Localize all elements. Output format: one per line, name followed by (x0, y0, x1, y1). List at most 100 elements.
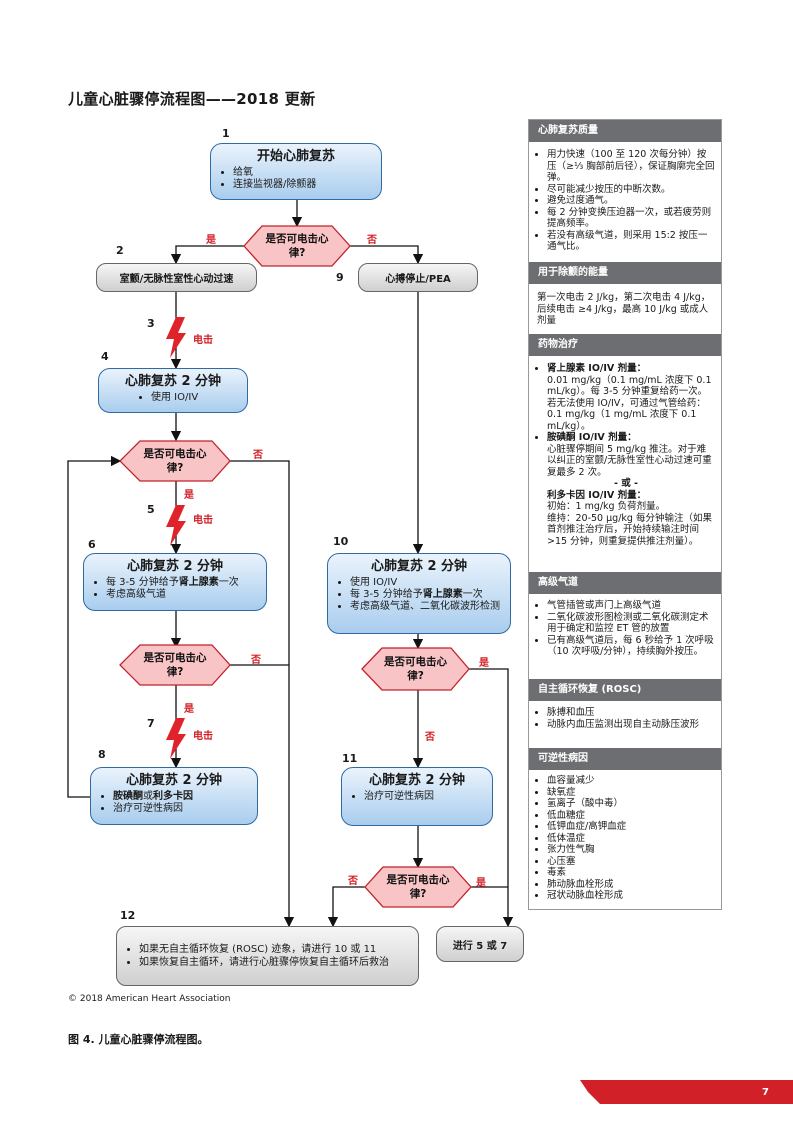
drug-name: 利多卡因 (153, 791, 193, 802)
list-item: 血容量减少 (547, 775, 715, 787)
text-run: 一次 (218, 577, 239, 588)
list-item: 气管插管或声门上高级气道 (547, 600, 715, 612)
decision-shape-2 (119, 440, 231, 482)
list-item: 张力性气胸 (547, 844, 715, 856)
decision-line: 律? (409, 888, 427, 900)
list-item: 脉搏和血压 (547, 707, 715, 719)
reversible-causes-list: 血容量减少 缺氧症 氢离子（酸中毒） 低血糖症 低钾血症/高钾血症 低体温症 张… (537, 775, 715, 902)
cpr-box-11: 心肺复苏 2 分钟 治疗可逆性病因 (341, 767, 493, 826)
list-item: 若没有高级气道，则采用 15:2 按压一通气比。 (547, 230, 715, 253)
copyright: © 2018 American Heart Association (68, 994, 231, 1004)
decision-line: 律? (407, 670, 424, 682)
text-run: 一次 (462, 589, 483, 600)
drug-text: 0.01 mg/kg（0.1 mg/mL 浓度下 0.1 mL/kg）。每 3-… (547, 374, 712, 432)
list-item: 尽可能减少按压的中断次数。 (547, 184, 715, 196)
sidebar-reference-panel: 心肺复苏质量 用力快速（100 至 120 次每分钟）按压（≥⅓ 胸部前后径），… (528, 119, 722, 910)
lidocaine-block: 利多卡因 IO/IV 剂量： 初始：1 mg/kg 负荷剂量。 维持：20-50… (537, 490, 715, 548)
step-number: 6 (88, 538, 96, 551)
decision-shape-4 (361, 647, 470, 691)
decision-line: 是否可电击心 (265, 233, 329, 245)
page-number-band (580, 1080, 793, 1104)
lightning-icon-7 (166, 718, 186, 759)
decision-shape-3 (119, 644, 231, 686)
decision-line: 是否可电击心 (143, 448, 207, 460)
list-item: 缺氧症 (547, 787, 715, 799)
box-item: 如果无自主循环恢复 (ROSC) 迹象，请进行 10 或 11 (139, 943, 389, 956)
box-item: 治疗可逆性病因 (113, 803, 247, 815)
page-title: 儿童心脏骤停流程图——2018 更新 (68, 90, 316, 108)
no-label: 否 (251, 655, 261, 666)
list-item: 已有高级气道后，每 6 秒给予 1 次呼吸（10 次呼吸/分钟），持续胸外按压。 (547, 635, 715, 658)
lightning-icon-3 (166, 317, 186, 358)
shock-label: 电击 (193, 731, 213, 742)
cpr-box-4: 心肺复苏 2 分钟 使用 IO/IV (98, 368, 248, 413)
decision-text-5: 是否可电击心 律? (365, 873, 471, 901)
list-item: 氢离子（酸中毒） (547, 798, 715, 810)
box-item: 考虑高级气道、二氧化碳波形检测 (350, 601, 500, 613)
box-title: 心肺复苏 2 分钟 (370, 559, 468, 574)
box-item: 给氧 (233, 167, 371, 179)
step-number: 12 (120, 909, 136, 922)
cpr-box-8: 心肺复苏 2 分钟 胺碘酮或利多卡因 治疗可逆性病因 (90, 767, 258, 825)
section-header: 可逆性病因 (529, 748, 721, 770)
list-item: 心压塞 (547, 856, 715, 868)
box-title: 心肺复苏 2 分钟 (125, 773, 223, 788)
box-title: 开始心肺复苏 (256, 149, 335, 164)
yes-label: 是 (479, 658, 489, 669)
step-number: 5 (147, 503, 155, 516)
box-item: 考虑高级气道 (106, 589, 256, 601)
box-item: 如果恢复自主循环，请进行心脏骤停恢复自主循环后救治 (139, 956, 389, 969)
list-item: 二氧化碳波形图检测或二氧化碳测定术用于确定和监控 ET 管的放置 (547, 612, 715, 635)
page-number: 7 (762, 1087, 769, 1098)
drug-title: 利多卡因 IO/IV 剂量： (547, 489, 647, 501)
decision-shape-1 (243, 225, 351, 267)
list-item: 低血糖症 (547, 810, 715, 822)
section-header: 用于除颤的能量 (529, 262, 721, 284)
decision-line: 是否可电击心 (143, 652, 207, 664)
section-header: 高级气道 (529, 572, 721, 594)
list-item: 肺动脉血栓形成 (547, 879, 715, 891)
yes-label: 是 (184, 704, 194, 715)
advanced-airway-list: 气管插管或声门上高级气道 二氧化碳波形图检测或二氧化碳测定术用于确定和监控 ET… (537, 600, 715, 658)
figure-caption: 图 4. 儿童心脏骤停流程图。 (68, 1033, 209, 1046)
list-item: 毒素 (547, 867, 715, 879)
vf-pvt-box: 室颤/无脉性室性心动过速 (96, 263, 257, 292)
yes-label: 是 (206, 235, 216, 246)
decision-line: 律? (288, 247, 306, 259)
decision-text-2: 是否可电击心 律? (120, 447, 230, 475)
list-item: 冠状动脉血栓形成 (547, 890, 715, 902)
shock-label: 电击 (193, 335, 213, 346)
drug-title: 胺碘酮 IO/IV 剂量： (547, 432, 637, 443)
box-item: 胺碘酮或利多卡因 (113, 791, 247, 803)
list-item: 胺碘酮 IO/IV 剂量：心脏骤停期间 5 mg/kg 推注。对于难以纠正的室颤… (547, 432, 715, 478)
step-number: 8 (98, 748, 106, 761)
drug-name: 胺碘酮 (113, 791, 143, 802)
no-label: 否 (253, 450, 263, 461)
list-item: 动脉内血压监测出现自主动脉压波形 (547, 719, 715, 731)
box-item: 使用 IO/IV (151, 392, 237, 404)
text-run: 或 (143, 791, 153, 802)
lightning-icon-5 (166, 505, 186, 546)
or-divider: - 或 - (613, 478, 638, 489)
drug-name: 肾上腺素 (422, 589, 463, 600)
list-item: 用力快速（100 至 120 次每分钟）按压（≥⅓ 胸部前后径），保证胸廓完全回… (547, 149, 715, 184)
cpr-box-10: 心肺复苏 2 分钟 使用 IO/IV 每 3-5 分钟给予肾上腺素一次 考虑高级… (327, 553, 511, 634)
no-label: 否 (367, 235, 377, 246)
box-title: 心肺复苏 2 分钟 (124, 374, 222, 389)
no-label: 否 (348, 876, 358, 887)
cpr-quality-list: 用力快速（100 至 120 次每分钟）按压（≥⅓ 胸部前后径），保证胸廓完全回… (537, 149, 715, 253)
section-header: 自主循环恢复 (ROSC) (529, 679, 721, 701)
step-number: 1 (222, 127, 230, 140)
step-number: 7 (147, 717, 155, 730)
cpr-box-6: 心肺复苏 2 分钟 每 3-5 分钟给予肾上腺素一次 考虑高级气道 (83, 553, 267, 611)
list-item: 低体温症 (547, 833, 715, 845)
drug-text: 心脏骤停期间 5 mg/kg 推注。对于难以纠正的室颤/无脉性室性心动过速可重复… (547, 443, 712, 478)
defib-energy-text: 第一次电击 2 J/kg，第二次电击 4 J/kg，后续电击 ≥4 J/kg，最… (537, 292, 711, 326)
yes-label: 是 (476, 878, 486, 889)
section-header: 心肺复苏质量 (529, 120, 721, 142)
list-item: 低钾血症/高钾血症 (547, 821, 715, 833)
drug-text: 维持：20-50 μg/kg 每分钟输注（如果首剂推注治疗后，开始持续输注时间 … (547, 512, 712, 547)
box-item: 每 3-5 分钟给予肾上腺素一次 (350, 589, 500, 601)
decision-text-4: 是否可电击心 律? (362, 655, 469, 683)
